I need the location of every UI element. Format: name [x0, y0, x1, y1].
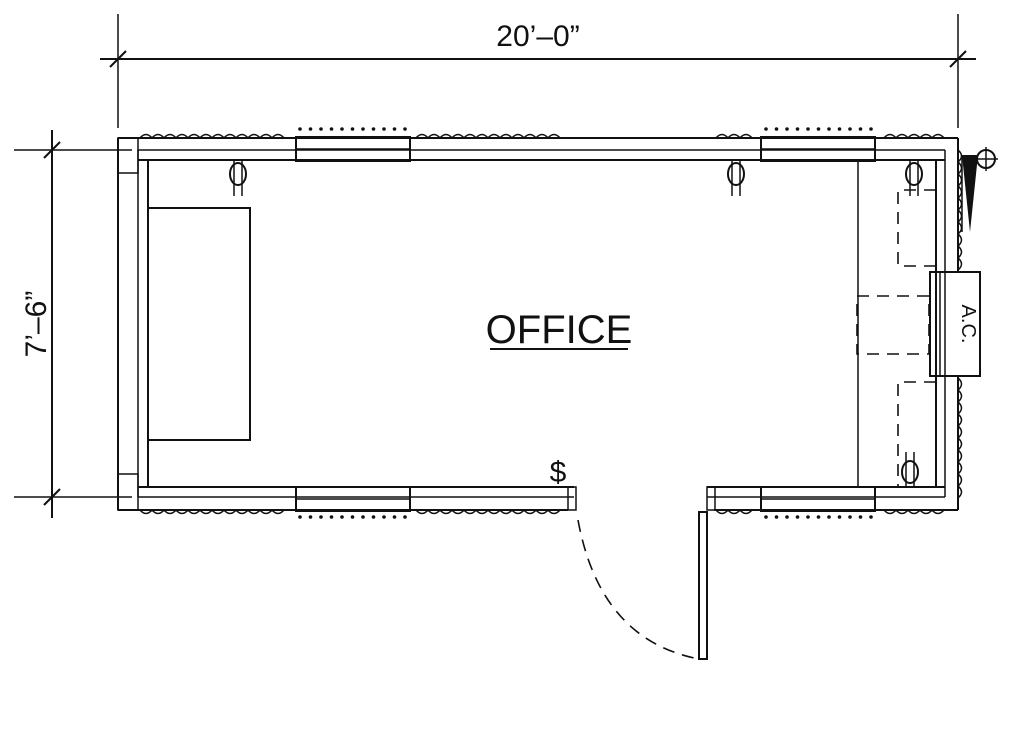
desk — [147, 207, 251, 441]
width-dimension-label: 20’–0” — [496, 20, 579, 53]
window-dot — [774, 127, 779, 131]
window-dot — [869, 127, 873, 131]
exterior-light-icon — [961, 147, 998, 232]
window-dot — [361, 127, 365, 131]
window-dot — [329, 127, 334, 131]
window-dot — [308, 127, 313, 131]
switch-icon: $ — [550, 456, 567, 489]
entry-door — [577, 511, 708, 660]
window-dot — [382, 127, 386, 131]
window-dot — [764, 515, 768, 519]
window-dot — [350, 127, 355, 131]
window-dot — [392, 127, 397, 131]
ac-unit: A.C. — [929, 271, 981, 377]
window-dot — [350, 515, 355, 519]
window-dot — [858, 515, 863, 519]
outlet-icon — [229, 160, 247, 196]
room-label: OFFICE — [486, 308, 633, 352]
window-dots — [298, 127, 873, 519]
window-dot — [837, 515, 842, 519]
window-dot — [795, 515, 800, 519]
window-dot — [816, 127, 821, 131]
window-dot — [795, 127, 800, 131]
window-dot — [785, 127, 789, 131]
window-dot — [403, 127, 407, 131]
window-dot — [403, 515, 407, 519]
window-dot — [371, 515, 376, 519]
window-dot — [785, 515, 789, 519]
depth-dimension: 7’–6” — [14, 130, 132, 518]
window-dot — [774, 515, 779, 519]
window-dot — [806, 127, 810, 131]
window-dot — [392, 515, 397, 519]
dashed-equipment — [856, 189, 936, 487]
window-dot — [827, 515, 831, 519]
windows — [295, 127, 876, 519]
window-dot — [827, 127, 831, 131]
window-dot — [869, 515, 873, 519]
ac-label: A.C. — [957, 305, 979, 344]
window-dot — [858, 127, 863, 131]
outlet-icon — [727, 160, 745, 196]
window-dot — [764, 127, 768, 131]
window-dot — [816, 515, 821, 519]
window-dot — [806, 515, 810, 519]
window-dot — [361, 515, 365, 519]
window-dot — [319, 515, 323, 519]
window-dot — [298, 515, 302, 519]
window-dot — [319, 127, 323, 131]
outlet-icon — [901, 452, 919, 487]
window-dot — [382, 515, 386, 519]
window-dot — [298, 127, 302, 131]
depth-dimension-label: 7’–6” — [20, 291, 53, 358]
window-dot — [837, 127, 842, 131]
window-dot — [848, 515, 852, 519]
window-dot — [371, 127, 376, 131]
window-dot — [308, 515, 313, 519]
window-dot — [329, 515, 334, 519]
window-dot — [848, 127, 852, 131]
width-dimension: 20’–0” — [100, 14, 976, 128]
window-dot — [340, 127, 344, 131]
window-dot — [340, 515, 344, 519]
